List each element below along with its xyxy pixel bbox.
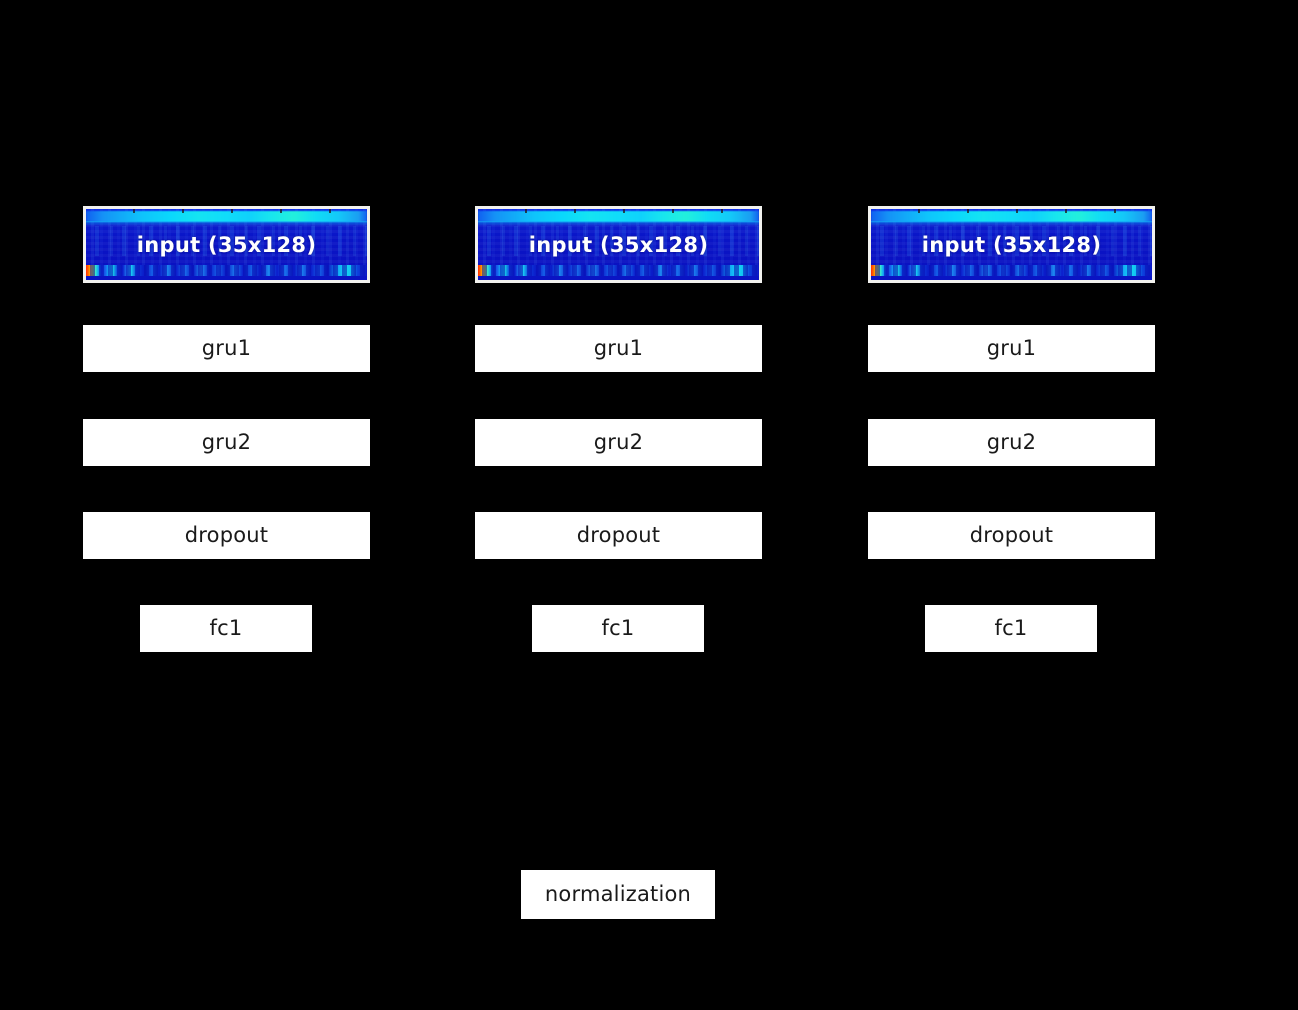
spectrogram-tick-marks-branch-3 [871, 209, 1152, 213]
layer-label-fc1-branch-2: fc1 [601, 616, 635, 640]
layer-box-gru1-branch-1[interactable]: gru1 [83, 325, 370, 372]
layer-box-gru2-branch-1[interactable]: gru2 [83, 419, 370, 466]
input-label-branch-2: input (35x128) [528, 232, 709, 257]
layer-label-normalization: normalization [544, 882, 692, 906]
spectrogram-hot-mask-branch-2 [478, 265, 759, 278]
spectrogram-hot-mask-branch-1 [86, 265, 367, 278]
spectrogram-cyan-band-branch-3 [871, 211, 1152, 222]
spectrogram-hot-mask-branch-3 [871, 265, 1152, 278]
spectrogram-footer-branch-3 [871, 276, 1152, 280]
spectrogram-cyan-band-branch-1 [86, 211, 367, 222]
layer-label-gru2-branch-3: gru2 [986, 430, 1037, 454]
layer-box-dropout-branch-2[interactable]: dropout [475, 512, 762, 559]
spectrogram-cyan-fade-branch-2 [478, 221, 759, 227]
spectrogram-footer-branch-2 [478, 276, 759, 280]
layer-box-fc1-branch-1[interactable]: fc1 [140, 605, 312, 652]
input-spectrogram-branch-2: input (35x128) [475, 206, 762, 283]
spectrogram-image-branch-1: input (35x128) [86, 209, 367, 280]
layer-label-fc1-branch-3: fc1 [994, 616, 1028, 640]
spectrogram-mid-band-branch-1 [86, 226, 367, 256]
layer-box-gru2-branch-2[interactable]: gru2 [475, 419, 762, 466]
layer-box-gru2-branch-3[interactable]: gru2 [868, 419, 1155, 466]
spectrogram-image-branch-2: input (35x128) [478, 209, 759, 280]
layer-label-gru2-branch-1: gru2 [201, 430, 252, 454]
layer-label-dropout-branch-2: dropout [576, 523, 661, 547]
layer-box-dropout-branch-3[interactable]: dropout [868, 512, 1155, 559]
spectrogram-tick-marks-branch-1 [86, 209, 367, 213]
input-spectrogram-branch-1: input (35x128) [83, 206, 370, 283]
spectrogram-image-branch-3: input (35x128) [871, 209, 1152, 280]
spectrogram-cyan-fade-branch-1 [86, 221, 367, 227]
layer-box-gru1-branch-2[interactable]: gru1 [475, 325, 762, 372]
input-label-branch-3: input (35x128) [921, 232, 1102, 257]
input-label-branch-1: input (35x128) [136, 232, 317, 257]
layer-box-fc1-branch-3[interactable]: fc1 [925, 605, 1097, 652]
layer-box-gru1-branch-3[interactable]: gru1 [868, 325, 1155, 372]
layer-label-dropout-branch-3: dropout [969, 523, 1054, 547]
layer-box-fc1-branch-2[interactable]: fc1 [532, 605, 704, 652]
layer-box-dropout-branch-1[interactable]: dropout [83, 512, 370, 559]
spectrogram-cyan-band-branch-2 [478, 211, 759, 222]
layer-box-normalization[interactable]: normalization [521, 870, 715, 919]
spectrogram-mid-band-branch-2 [478, 226, 759, 256]
spectrogram-footer-branch-1 [86, 276, 367, 280]
layer-label-gru1-branch-3: gru1 [986, 336, 1037, 360]
layer-label-gru1-branch-1: gru1 [201, 336, 252, 360]
layer-label-fc1-branch-1: fc1 [209, 616, 243, 640]
layer-label-gru1-branch-2: gru1 [593, 336, 644, 360]
layer-label-gru2-branch-2: gru2 [593, 430, 644, 454]
spectrogram-tick-marks-branch-2 [478, 209, 759, 213]
input-spectrogram-branch-3: input (35x128) [868, 206, 1155, 283]
layer-label-dropout-branch-1: dropout [184, 523, 269, 547]
spectrogram-mid-band-branch-3 [871, 226, 1152, 256]
spectrogram-cyan-fade-branch-3 [871, 221, 1152, 227]
